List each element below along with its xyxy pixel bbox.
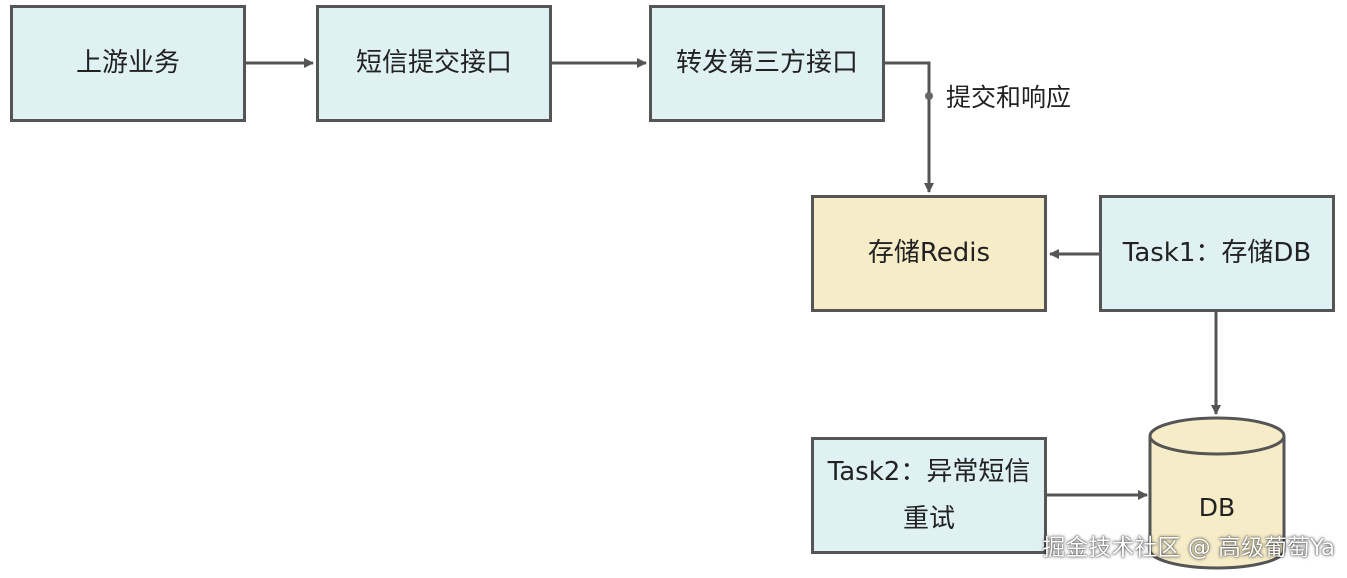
task1-label: Task1：存储DB: [1122, 238, 1312, 269]
upstream-service-label: 上游业务: [75, 48, 180, 79]
submit-response-edge-label: 提交和响应: [946, 83, 1072, 112]
edge-label-dot: [925, 92, 933, 100]
task2-node: Task2：异常短信 重试: [811, 437, 1047, 554]
watermark: 掘金技术社区 @ 高级葡萄Ya: [1042, 535, 1335, 561]
db-cylinder: [1148, 416, 1286, 570]
arrow-forward-to-redis: [885, 61, 934, 193]
sms-submit-api-label: 短信提交接口: [355, 48, 512, 79]
upstream-service-node: 上游业务: [10, 5, 246, 122]
redis-store-label: 存储Redis: [867, 238, 991, 269]
task2-label-line1: Task2：异常短信: [827, 456, 1031, 487]
db-label: DB: [1198, 493, 1236, 522]
forward-third-party-api-node: 转发第三方接口: [649, 5, 885, 122]
sms-submit-api-node: 短信提交接口: [316, 5, 552, 122]
redis-store-node: 存储Redis: [811, 195, 1047, 312]
task1-node: Task1：存储DB: [1099, 195, 1335, 312]
task2-label-line2: 重试: [902, 503, 955, 534]
forward-third-party-api-label: 转发第三方接口: [675, 48, 858, 79]
